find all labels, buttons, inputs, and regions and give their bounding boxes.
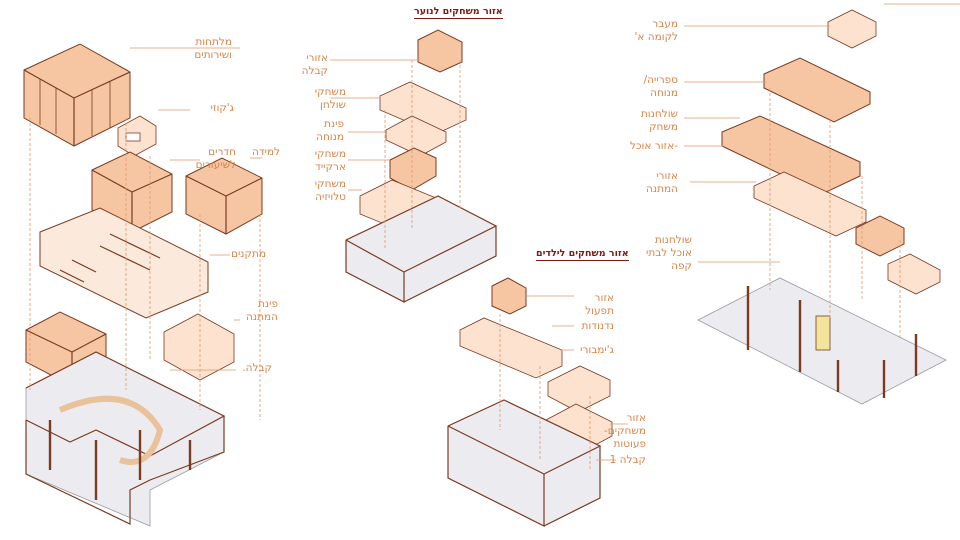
label-operations: אזור תפעול <box>585 292 614 317</box>
teens-arcade <box>389 147 437 191</box>
waiting-corner-block <box>163 313 235 381</box>
label-rest-corner: פינת מנוחה <box>316 118 344 143</box>
learning-block <box>185 157 263 235</box>
teens-section-title: אזור משחקים לנוער <box>414 6 503 19</box>
label-reception-areas: אזורי קבלה <box>301 52 328 77</box>
label-cafe-tables: שולחנות אוכל לבתי קפה <box>645 234 692 272</box>
label-equipment: מתקנים <box>230 248 266 260</box>
equipment-floor <box>39 207 209 319</box>
changing-rooms-block <box>23 43 131 147</box>
label-learning: למידה <box>251 146 280 158</box>
label-changing-rooms: מלתחות ושירותים <box>194 36 232 61</box>
label-to-first-floor: מעבר לקומה א' <box>634 18 678 43</box>
label-swings: נדנודות <box>581 320 615 332</box>
kids-section-title: אזור משחקים לילדים <box>536 248 629 261</box>
library-rest-level <box>763 57 871 123</box>
upper-floor-passage <box>827 9 877 49</box>
left-building-stack <box>23 43 263 527</box>
label-table-games: משחקי שולחן <box>314 86 346 111</box>
label-gymboree: ג'ימבורי <box>580 344 614 356</box>
label-classrooms: חדרים לשיעורים <box>195 146 236 171</box>
kids-gymboree <box>459 317 563 379</box>
teens-table-games <box>379 81 467 135</box>
label-arcade: משחקי ארקייד <box>314 148 346 173</box>
ground-floor-plate <box>25 351 225 527</box>
cafe-counter <box>855 215 905 257</box>
label-waiting-areas: אזורי המתנה <box>646 170 678 195</box>
teens-reception <box>417 29 463 73</box>
label-reception: קבלה. <box>242 362 272 374</box>
label-jacuzzi: ג'קוזי <box>210 102 234 114</box>
label-dining: -אזור אוכל <box>630 140 678 152</box>
label-waiting-corner: פינת המתנה <box>246 298 278 323</box>
kids-stack <box>447 277 628 527</box>
waiting-areas-level <box>753 171 867 237</box>
kids-swings <box>547 365 611 413</box>
cafe-tables <box>887 253 941 295</box>
right-stack <box>684 3 960 405</box>
kids-operations <box>491 277 527 315</box>
label-baby-play: אזור משחקים- פעוטות <box>604 412 646 450</box>
label-reception-1: קבלה 1 <box>609 454 646 466</box>
label-library: ספרייה/ מנוחה <box>643 74 678 99</box>
label-game-tables: שולחנות משחק <box>640 108 678 133</box>
label-tv-games: משחקי טלויזיה <box>314 178 346 203</box>
teens-stack <box>330 29 498 303</box>
